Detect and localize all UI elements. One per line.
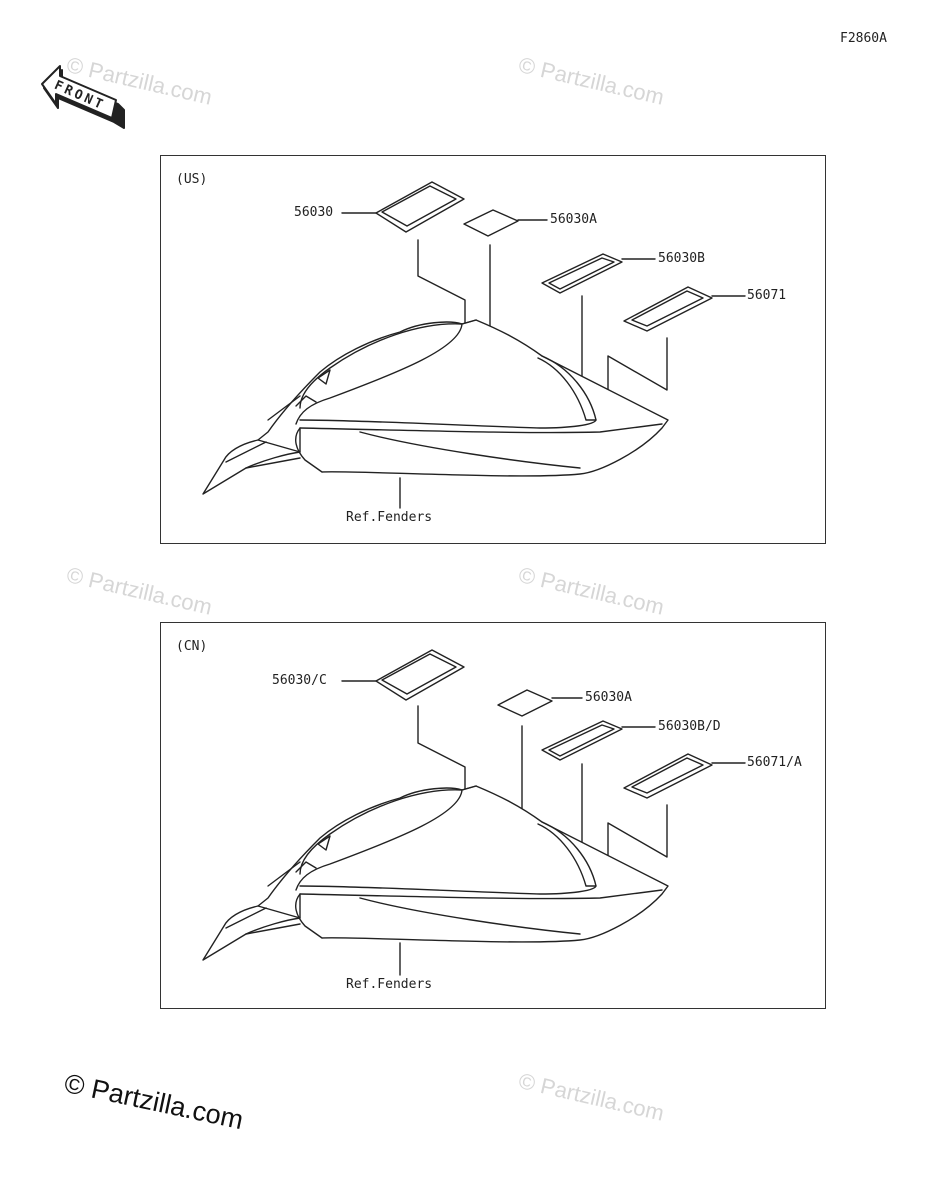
part-number-label: 56030A xyxy=(550,212,597,227)
part-number-label: 56071/A xyxy=(747,755,802,770)
figure-id: F2860A xyxy=(840,31,887,46)
part-number-label: 56030 xyxy=(294,205,334,220)
part-number-label: 56071 xyxy=(747,288,787,303)
reference-label: Ref.Fenders xyxy=(346,510,433,525)
panel-cn xyxy=(160,622,826,1009)
part-number-label: 56030/C xyxy=(272,673,327,688)
part-number-label: 56030A xyxy=(585,690,632,705)
panel-region-label: (CN) xyxy=(176,639,208,654)
part-number-label: 56030B/D xyxy=(658,719,721,734)
part-number-label: 56030B xyxy=(658,251,705,266)
reference-label: Ref.Fenders xyxy=(346,977,433,992)
panel-region-label: (US) xyxy=(176,172,208,187)
panel-us xyxy=(160,155,826,544)
